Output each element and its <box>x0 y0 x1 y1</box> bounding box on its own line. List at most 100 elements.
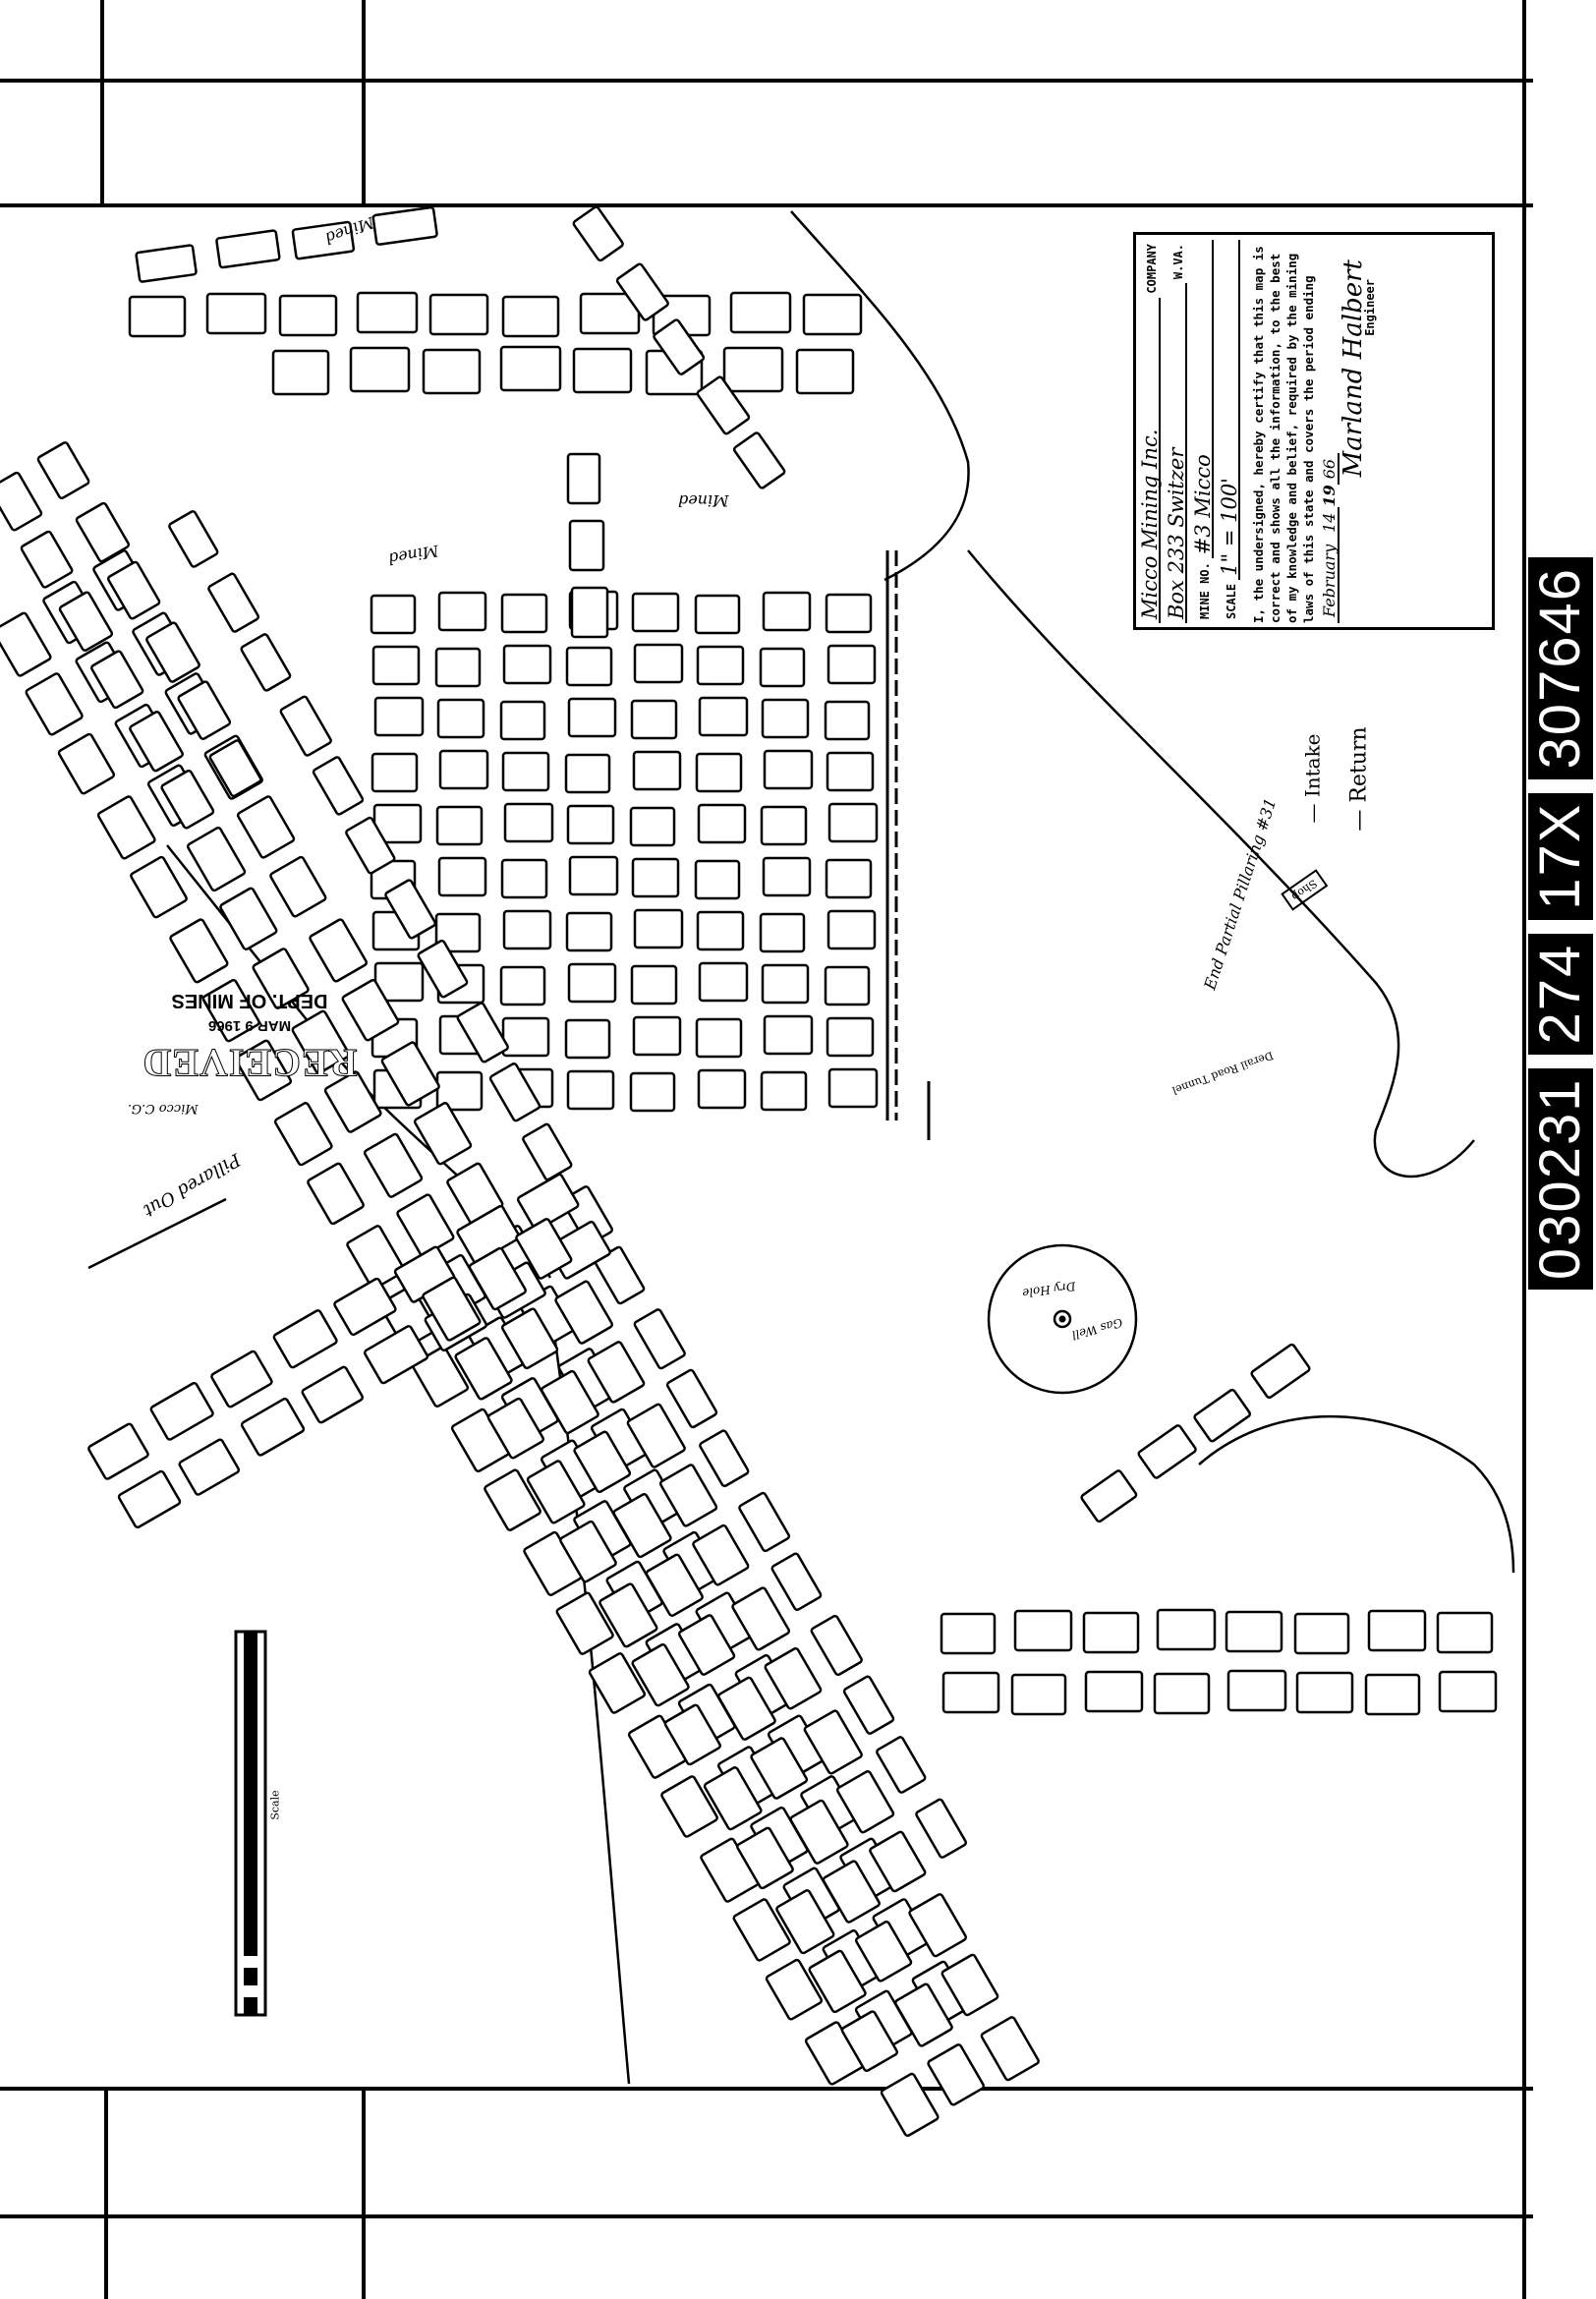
pillar <box>630 964 678 1006</box>
pillar <box>568 519 605 572</box>
pillar-block <box>168 510 968 1859</box>
pillar <box>36 441 90 499</box>
pillar <box>568 855 619 896</box>
pillar-block <box>87 1173 611 1529</box>
pillar <box>598 1582 658 1648</box>
pillar <box>762 591 812 632</box>
pillar <box>566 1069 615 1111</box>
pillar <box>0 611 52 677</box>
film-id-4: 307646 <box>1527 557 1593 779</box>
pillar <box>178 1438 241 1496</box>
pillar <box>417 939 469 999</box>
gas-well <box>987 1243 1138 1395</box>
pillar <box>169 918 229 984</box>
pillar <box>1250 1343 1311 1400</box>
pillar <box>564 1018 611 1060</box>
pillar <box>488 1063 542 1122</box>
pillar <box>822 1860 881 1924</box>
pillar <box>422 1276 482 1342</box>
pillar <box>876 1736 927 1794</box>
pillar <box>1153 1672 1211 1715</box>
pillar <box>435 805 484 846</box>
pillar <box>436 698 485 739</box>
pillar <box>736 1826 794 1890</box>
pillar-block <box>271 345 855 396</box>
pillar <box>894 1983 953 2047</box>
pillar <box>803 1709 863 1775</box>
pillar <box>378 1285 437 1350</box>
pillar <box>145 621 200 683</box>
pillar <box>759 647 806 688</box>
pillar <box>567 962 617 1004</box>
pillar <box>612 1492 672 1559</box>
pillar <box>842 1675 895 1735</box>
film-id-3: 17X <box>1527 792 1593 920</box>
pillar <box>698 961 749 1003</box>
pillar <box>827 1067 879 1109</box>
pillar <box>565 911 613 952</box>
company-label: COMPANY <box>1145 243 1159 294</box>
pillar <box>645 1553 704 1617</box>
pillar <box>761 963 810 1005</box>
pillar <box>271 349 330 396</box>
pillar <box>697 1068 747 1110</box>
mine-pillars <box>0 205 1498 2138</box>
pillar <box>738 1491 791 1553</box>
pillar <box>615 262 669 321</box>
pillar <box>396 1193 455 1257</box>
pillar <box>291 1009 351 1074</box>
pillar <box>824 965 871 1006</box>
label-mined-1: Mined <box>678 491 729 510</box>
pillar <box>762 856 812 897</box>
pillar <box>840 2010 898 2072</box>
pillar <box>631 857 680 898</box>
pillar <box>633 1308 686 1370</box>
pillar <box>371 205 438 246</box>
pillar <box>764 1646 823 1710</box>
title-block: Micco Mining Inc.COMPANY Box 233 Switzer… <box>1133 232 1495 630</box>
pillar <box>252 948 310 1009</box>
pillar <box>502 909 552 950</box>
pillar <box>413 1102 473 1166</box>
pillar-block <box>0 441 262 830</box>
pillar <box>205 292 267 335</box>
pillar <box>980 2016 1040 2082</box>
pillar <box>750 1737 809 1800</box>
pillar <box>526 1460 586 1524</box>
pillar <box>694 859 741 900</box>
pillar <box>760 1070 808 1112</box>
pillar <box>422 348 482 395</box>
pillar <box>825 593 873 634</box>
received-stamp: RECEIVED MAR 9 1966 DEPT. OF MINES <box>132 939 368 1086</box>
pillar <box>698 696 749 737</box>
date-line: February 14 19 66 <box>1320 240 1340 623</box>
pillar <box>437 591 487 632</box>
pillar <box>631 1642 690 1707</box>
pillar <box>940 1612 997 1655</box>
pillar <box>1082 1611 1140 1654</box>
pillar <box>770 1552 823 1611</box>
pillar <box>273 1102 333 1167</box>
pillar <box>501 751 550 792</box>
pillar <box>333 1277 397 1337</box>
pillar <box>515 1218 573 1280</box>
pillar <box>572 205 624 262</box>
pillar <box>626 1403 686 1468</box>
label-return: — Return <box>1346 726 1372 832</box>
pillar <box>722 346 784 393</box>
pillar <box>1367 1609 1427 1652</box>
pillar <box>854 1921 913 1983</box>
pillar <box>631 592 680 633</box>
pillar <box>763 1014 814 1056</box>
pillar-block <box>135 205 438 283</box>
state-label: W.VA. <box>1171 243 1185 279</box>
pillar <box>941 1671 1000 1714</box>
pillar <box>356 291 419 334</box>
pillar <box>940 1953 999 2017</box>
pillar <box>291 220 356 260</box>
date-year: 66 <box>1320 452 1340 485</box>
stamp-dept: DEPT. OF MINES <box>171 990 328 1011</box>
pillar <box>454 1337 513 1401</box>
pillar <box>371 645 421 686</box>
pillar-block <box>566 452 609 639</box>
